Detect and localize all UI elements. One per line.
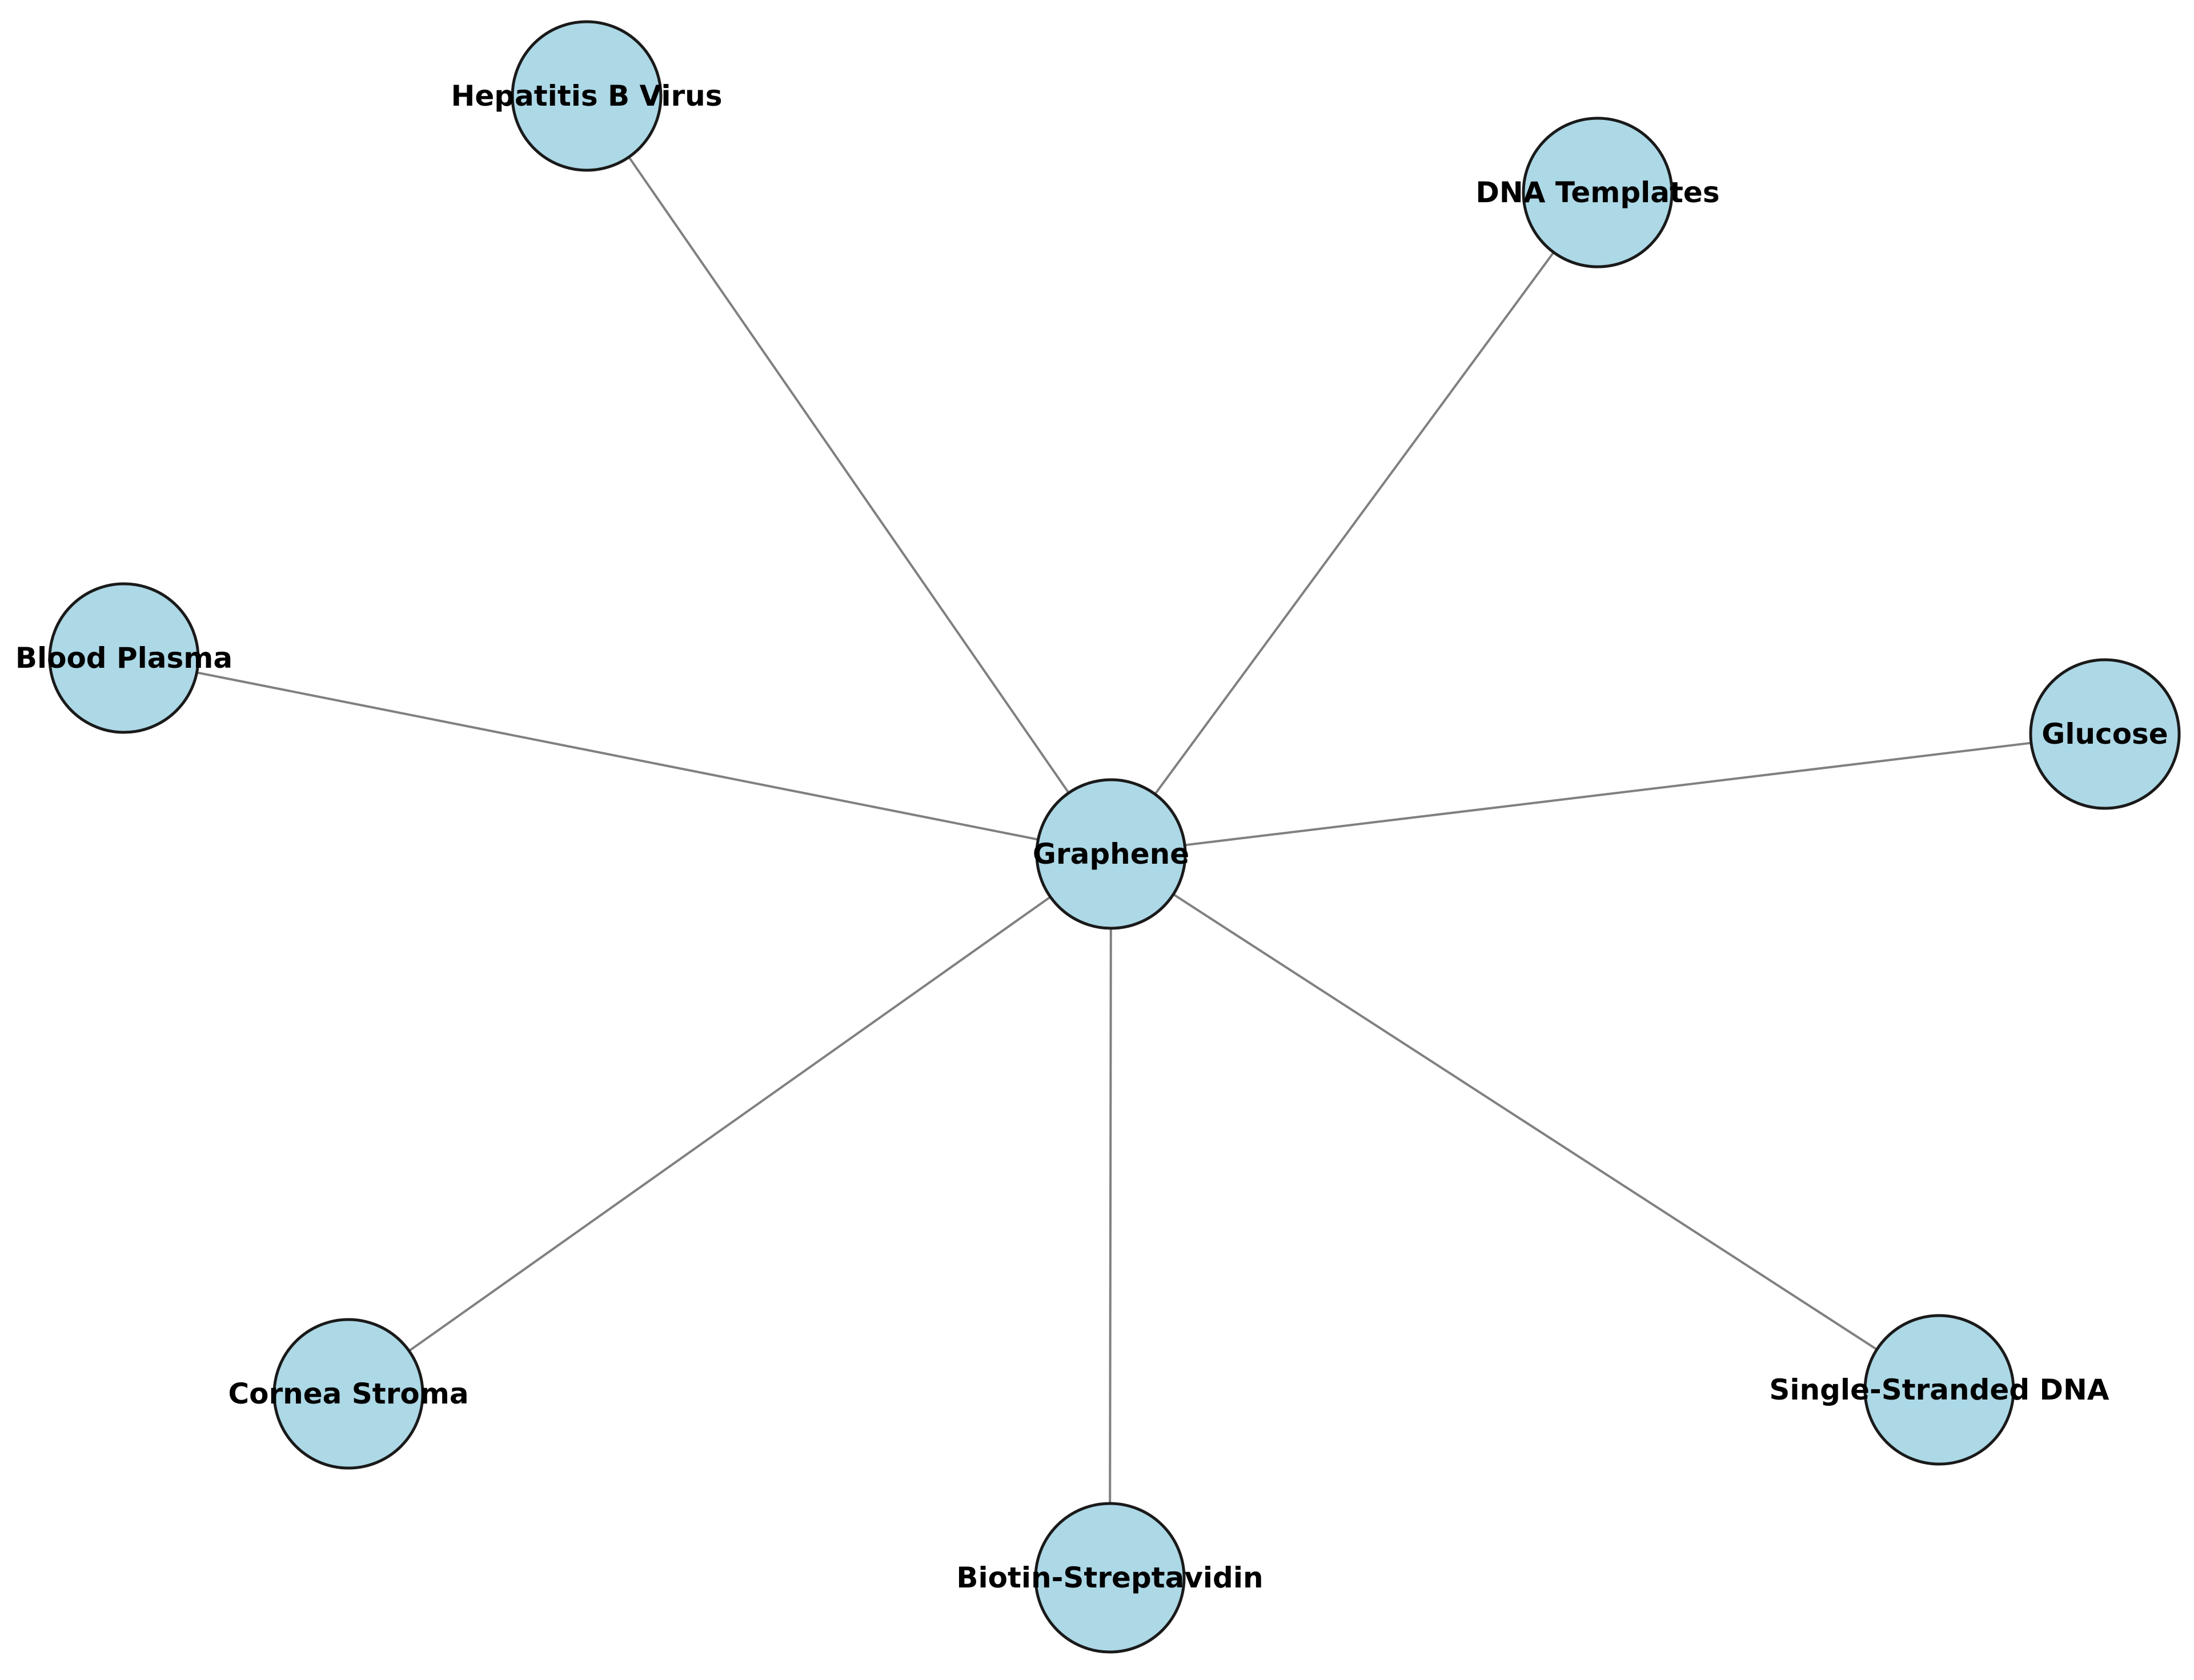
edge-layer: [196, 156, 2032, 1504]
edge-graphene-to-hepatitis-b-virus: [628, 156, 1070, 794]
node-glucose[interactable]: [2029, 658, 2181, 810]
edge-graphene-to-biotin-streptavidin: [1109, 928, 1112, 1504]
node-biotin-streptavidin[interactable]: [1034, 1502, 1186, 1654]
node-dna-templates[interactable]: [1522, 117, 1674, 268]
node-hepatitis-b-virus[interactable]: [511, 20, 663, 172]
edge-graphene-to-blood-plasma: [196, 671, 1038, 841]
edge-graphene-to-dna-templates: [1154, 251, 1555, 795]
node-cornea-stroma[interactable]: [272, 1318, 424, 1470]
node-graphene[interactable]: [1035, 778, 1187, 930]
edge-graphene-to-cornea-stroma: [408, 896, 1052, 1352]
node-single-stranded-dna[interactable]: [1863, 1314, 2015, 1466]
node-layer: [48, 20, 2181, 1654]
edge-graphene-to-glucose: [1184, 741, 2032, 847]
node-blood-plasma[interactable]: [48, 582, 200, 734]
edge-graphene-to-single-stranded-dna: [1173, 893, 1878, 1351]
